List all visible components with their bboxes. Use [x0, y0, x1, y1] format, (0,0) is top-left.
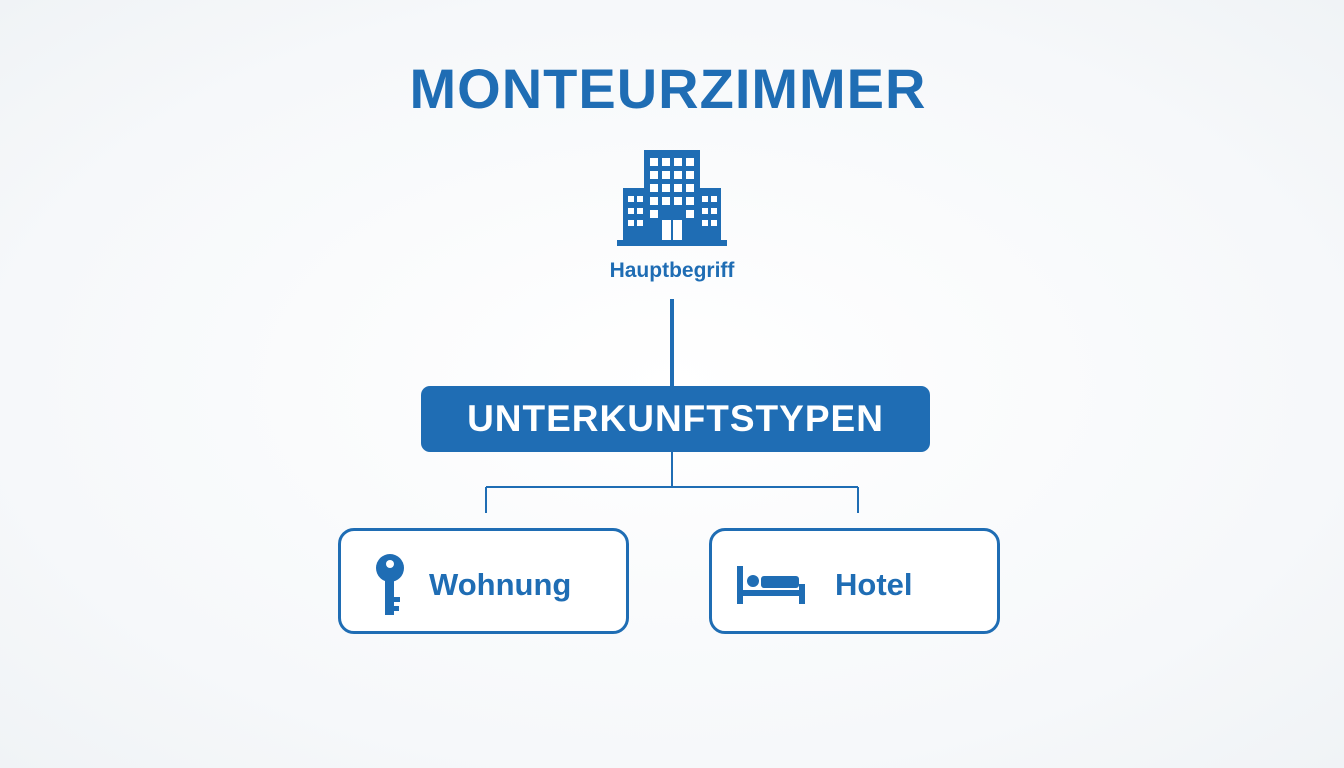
category-node: UNTERKUNFTSTYPEN	[421, 386, 930, 452]
child-node-hotel: Hotel	[709, 528, 1000, 634]
diagram-title: MONTEURZIMMER	[409, 57, 927, 120]
key-icon	[376, 554, 404, 615]
bed-icon	[737, 566, 805, 604]
child-node-wohnung: Wohnung	[338, 528, 629, 634]
category-label: UNTERKUNFTSTYPEN	[467, 398, 884, 439]
main-node-label: Hauptbegriff	[609, 259, 735, 282]
child-label-hotel: Hotel	[835, 567, 913, 602]
building-icon	[617, 150, 727, 246]
child-label-wohnung: Wohnung	[429, 567, 572, 602]
